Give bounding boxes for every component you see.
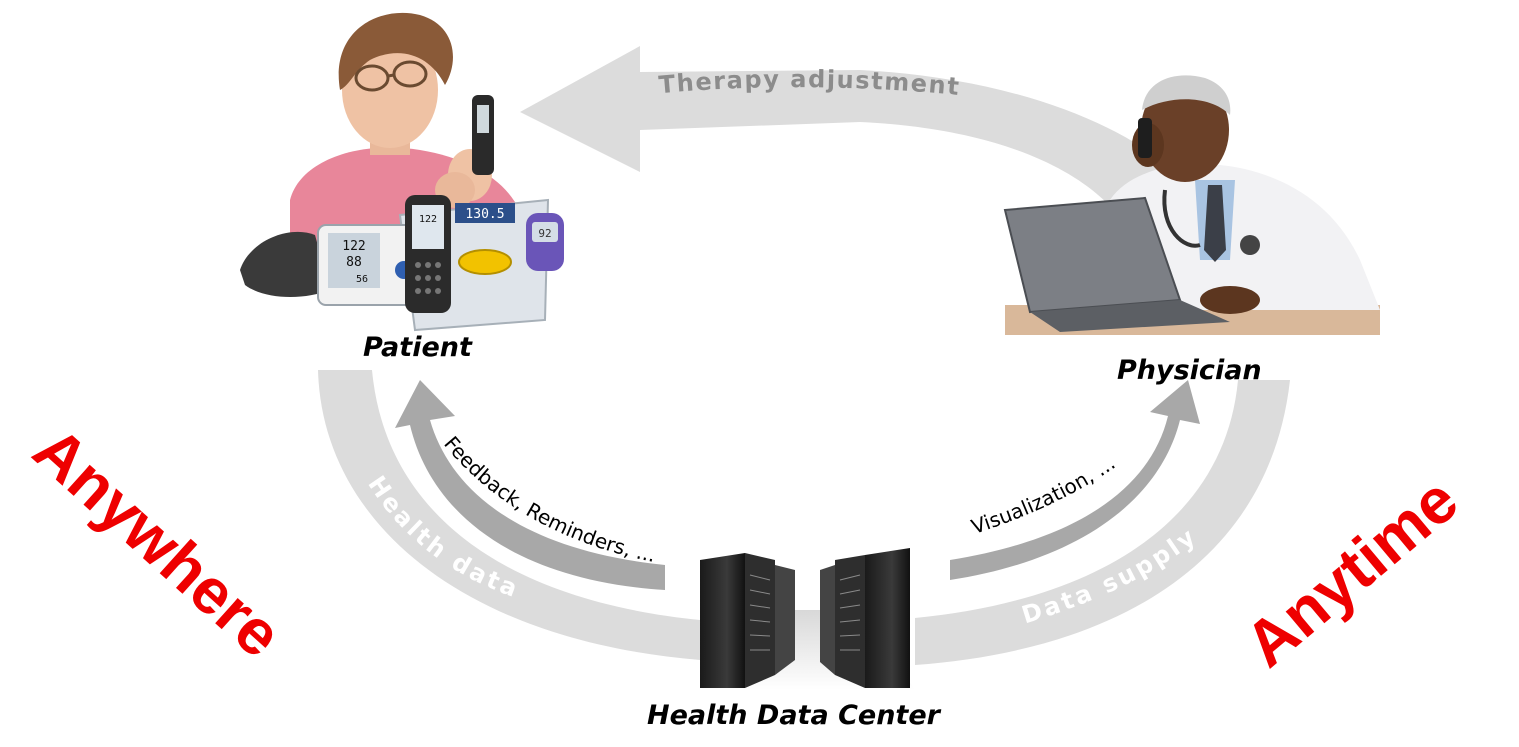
monitor-sys-readout: 122 bbox=[342, 239, 365, 254]
glucose-readout: 92 bbox=[538, 227, 551, 240]
scale-readout: 130.5 bbox=[465, 207, 504, 222]
phone-readout: 122 bbox=[419, 214, 437, 225]
feedback-arrow bbox=[395, 380, 665, 590]
patient-label: Patient bbox=[363, 332, 472, 363]
monitor-dia-readout: 88 bbox=[346, 255, 362, 270]
monitor-pulse-readout: 56 bbox=[356, 274, 368, 285]
data-supply-arrow bbox=[915, 380, 1290, 665]
physician-label: Physician bbox=[1117, 355, 1262, 386]
physician-image bbox=[1003, 75, 1380, 335]
visualization-arrow bbox=[950, 380, 1200, 580]
patient-image: 130.5 92 122 88 56 122 bbox=[240, 12, 564, 332]
health-data-center-label: Health Data Center bbox=[647, 700, 940, 731]
health-data-arrow bbox=[318, 370, 700, 660]
therapy-adjustment-arrow bbox=[520, 46, 1235, 255]
data-center-image bbox=[700, 548, 915, 690]
